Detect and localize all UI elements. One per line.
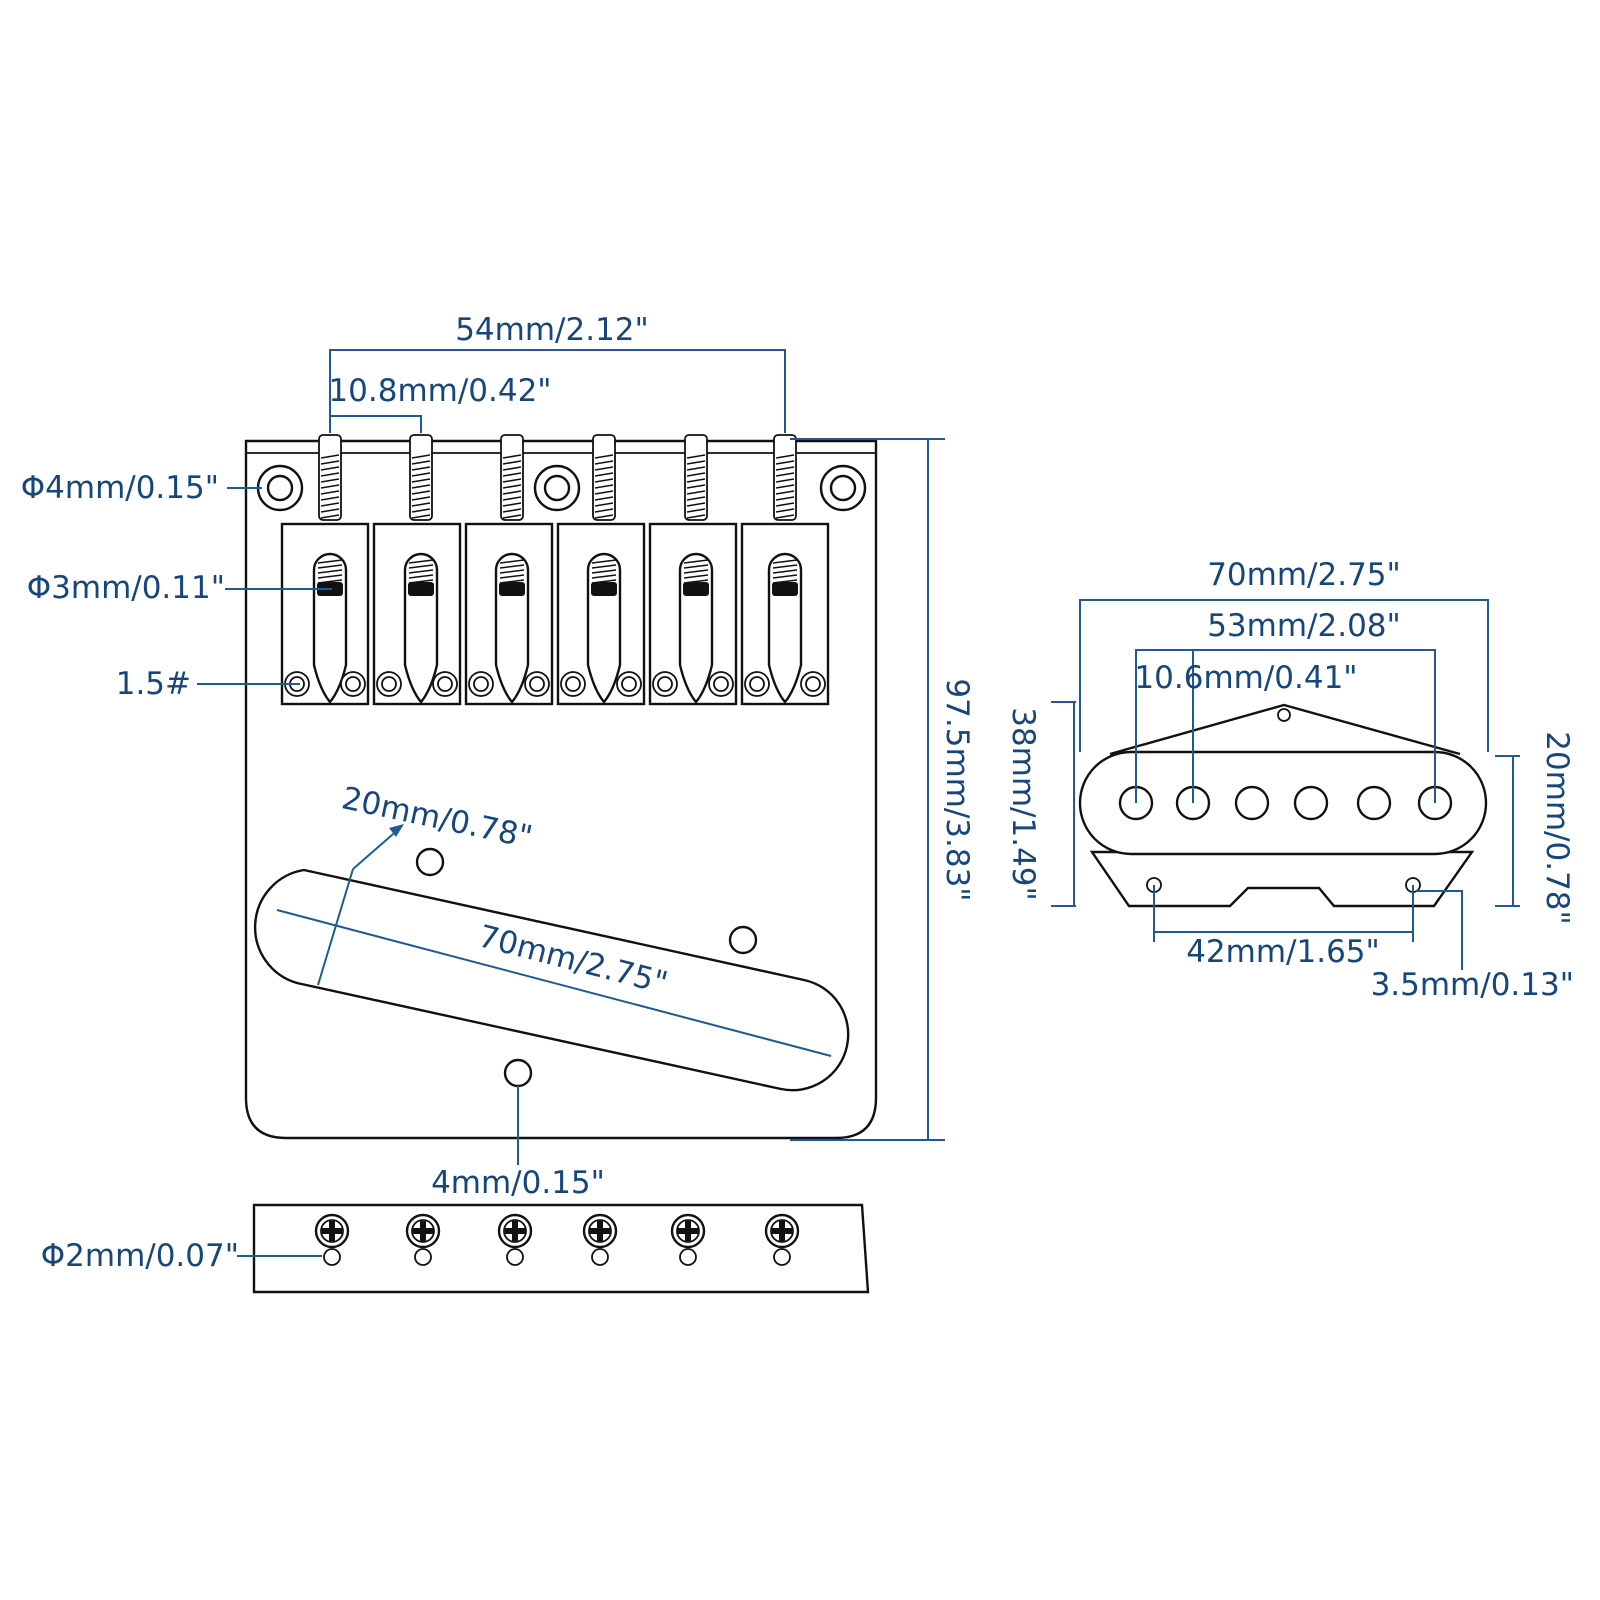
label-string-spacing-single: 10.8mm/0.42" — [328, 373, 551, 409]
dim-line-pole-spacing-total — [1135, 649, 1436, 803]
height-screw — [524, 671, 550, 697]
pickup-cover — [1078, 750, 1488, 856]
dim-line-slot-width — [317, 868, 354, 986]
saddle-screw-head — [499, 582, 525, 596]
back-hole — [773, 1248, 791, 1266]
pickup-drawing — [1078, 703, 1488, 908]
leader-pickup-mount-hole — [1416, 890, 1463, 970]
pole-piece — [1293, 785, 1329, 821]
saddle-screw — [500, 434, 524, 521]
saddle-screw — [773, 434, 797, 521]
height-screw — [708, 671, 734, 697]
height-screw — [340, 671, 366, 697]
pickup-base — [1089, 850, 1475, 908]
label-total-length: 97.5mm/3.83" — [939, 678, 975, 901]
phillips-screw-icon — [497, 1213, 533, 1249]
saddle-screw-head — [772, 582, 798, 596]
saddle-screw — [318, 434, 342, 521]
label-string-spacing-total: 54mm/2.12" — [455, 312, 649, 348]
phillips-screw-icon — [670, 1213, 706, 1249]
saddle-screw-head — [591, 582, 617, 596]
height-screw — [744, 671, 770, 697]
phillips-screw-icon — [314, 1213, 350, 1249]
saddle-screw — [592, 434, 616, 521]
height-screw — [616, 671, 642, 697]
label-pickup-hole: 4mm/0.15" — [431, 1165, 605, 1201]
saddle — [464, 434, 554, 706]
back-screw-group — [314, 1213, 800, 1266]
saddle — [740, 434, 830, 706]
height-screw — [800, 671, 826, 697]
pickup-mount-hole-lower — [503, 1058, 533, 1088]
label-pole-spacing-single: 10.6mm/0.41" — [1134, 660, 1357, 696]
label-pickup-body-height: 20mm/0.78" — [1539, 731, 1575, 925]
phillips-screw-icon — [405, 1213, 441, 1249]
label-pickup-total-height: 38mm/1.49" — [1005, 707, 1041, 901]
dim-arrow-slot-width — [352, 827, 401, 870]
dimension-lines — [197, 349, 1520, 1257]
saddle — [280, 434, 370, 706]
height-screw — [468, 671, 494, 697]
saddle-group — [280, 434, 830, 706]
label-saddle-screw-diameter: Φ3mm/0.11" — [27, 570, 225, 606]
dim-line-slot-length — [276, 909, 832, 1057]
pickup-pole-group — [1118, 785, 1453, 821]
pickup-slot — [253, 868, 850, 1092]
label-height-screw-size: 1.5# — [116, 666, 191, 702]
label-mount-hole-diameter: Φ4mm/0.15" — [21, 470, 219, 506]
back-hole — [414, 1248, 432, 1266]
saddle-screw-head — [408, 582, 434, 596]
arrowhead-icon — [389, 824, 404, 837]
back-hole — [506, 1248, 524, 1266]
back-hole — [679, 1248, 697, 1266]
back-hole — [591, 1248, 609, 1266]
mount-hole-left — [256, 464, 304, 512]
label-mount-hole-spacing: 42mm/1.65" — [1186, 934, 1380, 970]
phillips-screw-icon — [582, 1213, 618, 1249]
pole-piece — [1356, 785, 1392, 821]
saddle-screw-head — [683, 582, 709, 596]
saddle-screw — [684, 434, 708, 521]
label-back-hole-diameter: Φ2mm/0.07" — [41, 1238, 239, 1274]
height-screw — [560, 671, 586, 697]
dim-line-pickup-length — [1079, 599, 1489, 752]
mount-hole-right — [819, 464, 867, 512]
bridge-plate-drawing — [244, 434, 878, 1140]
bridge-back-view — [252, 1203, 870, 1294]
pole-piece — [1234, 785, 1270, 821]
height-screw — [376, 671, 402, 697]
saddle — [556, 434, 646, 706]
mount-hole-middle — [533, 464, 581, 512]
back-hole — [323, 1248, 341, 1266]
saddle — [372, 434, 462, 706]
saddle-screw — [409, 434, 433, 521]
height-screw — [652, 671, 678, 697]
height-screw — [432, 671, 458, 697]
label-pole-spacing-total: 53mm/2.08" — [1207, 608, 1401, 644]
label-pickup-mount-hole-diameter: 3.5mm/0.13" — [1371, 967, 1574, 1003]
dim-line-string-spacing-single — [329, 415, 422, 433]
pickup-mount-hole-right — [728, 925, 758, 955]
label-pickup-length: 70mm/2.75" — [1207, 557, 1401, 593]
pickup-top-hole — [1277, 708, 1291, 722]
phillips-screw-icon — [764, 1213, 800, 1249]
dim-line-string-spacing-total — [329, 349, 786, 433]
saddle — [648, 434, 738, 706]
pickup-top-triangle — [1109, 703, 1461, 756]
pickup-mount-hole-upper — [415, 847, 445, 877]
